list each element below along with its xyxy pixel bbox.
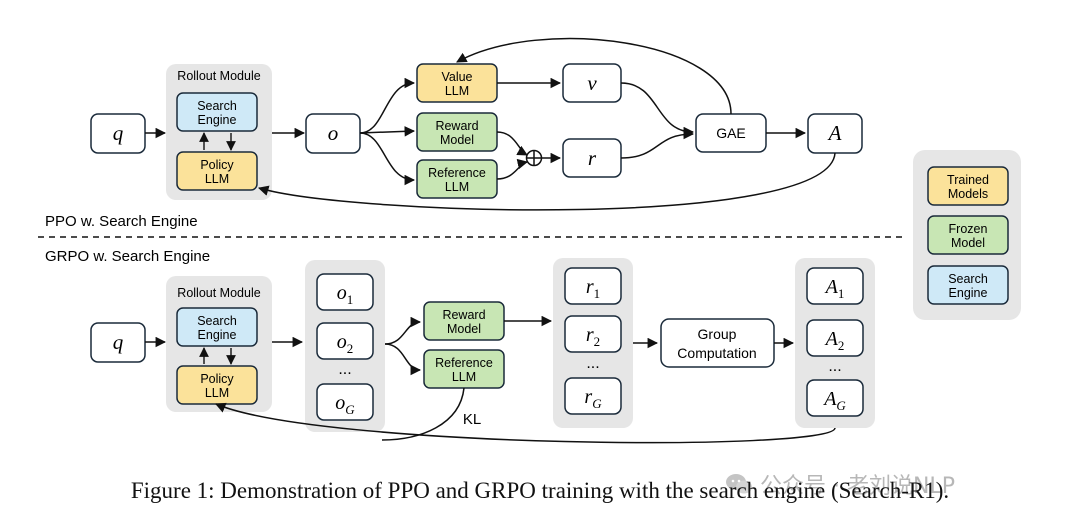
grpo-outputs-ellipsis: ... xyxy=(338,361,351,378)
grpo-reference-llm-line1: Reference xyxy=(435,356,493,370)
ppo-value: v xyxy=(587,71,597,95)
grpo-policy-llm-line1: Policy xyxy=(200,372,234,386)
legend-trained-swatch xyxy=(927,166,1009,206)
grpo-kl-label: KL xyxy=(463,411,481,428)
grpo-advantage-box-g xyxy=(806,379,864,417)
grpo-output-1: o1 xyxy=(337,282,354,307)
ppo-policy-llm xyxy=(176,151,258,191)
legend-trained-line1: Trained xyxy=(947,173,989,187)
ppo-gae: GAE xyxy=(716,125,746,141)
ppo-reward: r xyxy=(588,146,597,170)
legend-frozen-line2: Model xyxy=(951,236,985,250)
grpo-output-box-g xyxy=(316,383,374,421)
figure-caption: Figure 1: Demonstration of PPO and GRPO … xyxy=(130,478,950,503)
watermark-text: 公众号 · 老刘说NLP xyxy=(760,474,955,499)
grpo-reference-llm-line2: LLM xyxy=(452,370,476,384)
legend-search-line1: Search xyxy=(948,272,988,286)
grpo-section-label: GRPO w. Search Engine xyxy=(45,248,210,265)
ppo-output: o xyxy=(328,121,339,145)
grpo-group-computation-line2: Computation xyxy=(677,345,756,361)
ppo-reward-model-line2: Model xyxy=(440,133,474,147)
wechat-icon xyxy=(726,474,752,494)
grpo-reward-box-1 xyxy=(564,267,622,305)
grpo-reward-model-line1: Reward xyxy=(442,308,485,322)
grpo-policy-llm-line2: LLM xyxy=(205,386,229,400)
grpo-reward-box-2 xyxy=(564,315,622,353)
grpo-reward-2: r2 xyxy=(586,324,600,349)
ppo-policy-llm-line1: Policy xyxy=(200,158,234,172)
sum-operator-icon xyxy=(525,149,543,167)
grpo-advantage-1: A1 xyxy=(824,276,845,301)
ppo-search-engine-line2: Engine xyxy=(198,113,237,127)
grpo-group-computation-line1: Group xyxy=(698,326,737,342)
grpo-advantage-2: A2 xyxy=(824,328,845,353)
grpo-advantages-ellipsis: ... xyxy=(828,358,841,375)
grpo-rewards-ellipsis: ... xyxy=(586,355,599,372)
grpo-search-engine-line1: Search xyxy=(197,314,237,328)
grpo-search-engine xyxy=(176,307,258,347)
grpo-advantage-g: AG xyxy=(822,388,846,413)
legend-frozen-line1: Frozen xyxy=(949,222,988,236)
grpo-output-2: o2 xyxy=(337,331,354,356)
ppo-reward-model-line1: Reward xyxy=(435,119,478,133)
grpo-output-box-2 xyxy=(316,322,374,360)
grpo-advantage-box-2 xyxy=(806,319,864,357)
grpo-rollout-title: Rollout Module xyxy=(177,286,260,300)
grpo-reward-box-g xyxy=(564,377,622,415)
ppo-value-llm-line1: Value xyxy=(441,70,472,84)
ppo-policy-llm-line2: LLM xyxy=(205,172,229,186)
grpo-advantage-box-1 xyxy=(806,267,864,305)
grpo-output-box-1 xyxy=(316,273,374,311)
ppo-search-engine xyxy=(176,92,258,132)
grpo-reward-g: rG xyxy=(584,386,602,411)
ppo-reference-llm-line1: Reference xyxy=(428,166,486,180)
grpo-search-engine-line2: Engine xyxy=(198,328,237,342)
legend-search-line2: Engine xyxy=(949,286,988,300)
grpo-output-g: oG xyxy=(335,392,355,417)
grpo-reward-model-line2: Model xyxy=(447,322,481,336)
legend-trained-line2: Models xyxy=(948,187,988,201)
ppo-query: q xyxy=(113,121,124,145)
grpo-query: q xyxy=(113,330,124,354)
ppo-reference-llm-line2: LLM xyxy=(445,180,469,194)
ppo-value-llm-line2: LLM xyxy=(445,84,469,98)
legend-frozen-swatch xyxy=(927,215,1009,255)
ppo-section-label: PPO w. Search Engine xyxy=(45,213,198,230)
watermark: 公众号 · 老刘说NLP xyxy=(724,468,955,500)
ppo-rollout-title: Rollout Module xyxy=(177,69,260,83)
grpo-reward-1: r1 xyxy=(586,276,600,301)
ppo-advantage: A xyxy=(827,121,842,145)
ppo-search-engine-line1: Search xyxy=(197,99,237,113)
legend-search-swatch xyxy=(927,265,1009,305)
